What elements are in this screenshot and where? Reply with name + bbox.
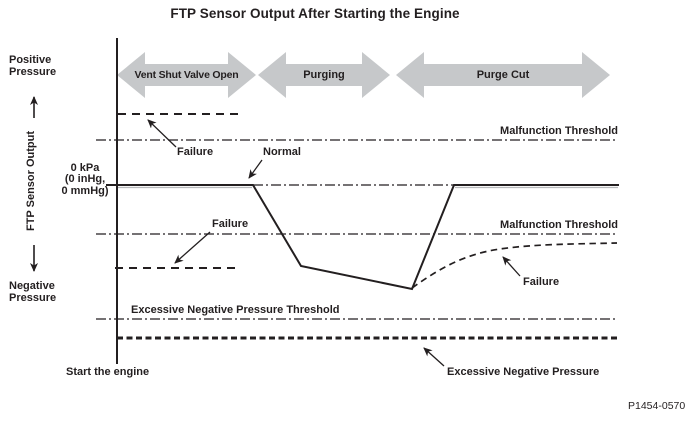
arrow-to-excessive-negative-pressure: [423, 347, 445, 367]
arrow-to-normal: [248, 159, 263, 179]
figure-title: FTP Sensor Output After Starting the Eng…: [170, 6, 460, 21]
malfunction-threshold-upper-label: Malfunction Threshold: [500, 125, 618, 137]
arrow-to-failure-negative: [174, 231, 211, 264]
failure-recovery-label: Failure: [523, 276, 560, 288]
arrow-to-failure-recovery: [502, 256, 521, 277]
failure-negative-label: Failure: [212, 218, 249, 230]
start-engine-label: Start the engine: [66, 366, 150, 378]
phase-label-vent-shut-valve-open: Vent Shut Valve Open: [134, 69, 239, 81]
phase-arrow-vent-shut-valve-open: [117, 52, 256, 98]
phase-arrow-purging: [258, 52, 390, 98]
malfunction-threshold-lower-label: Malfunction Threshold: [500, 219, 618, 231]
excessive-negative-pressure-label: Excessive Negative Pressure: [447, 366, 600, 378]
arrow-to-failure-positive: [147, 119, 177, 148]
failure-positive-label: Failure: [177, 146, 214, 158]
zero-kpa-line1: 0 kPa: [70, 162, 100, 174]
normal-label: Normal: [263, 146, 301, 158]
phase-arrow-purge-cut: [396, 52, 610, 98]
zero-kpa-line2: (0 inHg,: [64, 173, 106, 186]
figure-id: P1454-0570: [628, 400, 686, 412]
zero-kpa-line3: 0 mmHg): [61, 184, 109, 197]
zero-kpa-label: 0 kPa (0 inHg, 0 mmHg): [58, 162, 112, 197]
y-axis-label: FTP Sensor Output: [25, 130, 37, 232]
normal-output-line: [117, 184, 619, 291]
phase-label-purge-cut: Purge Cut: [476, 69, 530, 81]
positive-pressure-label: Positive Pressure: [9, 54, 57, 78]
failure-recovery-curve: [411, 242, 618, 289]
negative-pressure-label: Negative Pressure: [9, 280, 57, 304]
excessive-negative-pressure-threshold-label: Excessive Negative Pressure Threshold: [131, 304, 340, 316]
phase-label-purging: Purging: [303, 69, 345, 81]
